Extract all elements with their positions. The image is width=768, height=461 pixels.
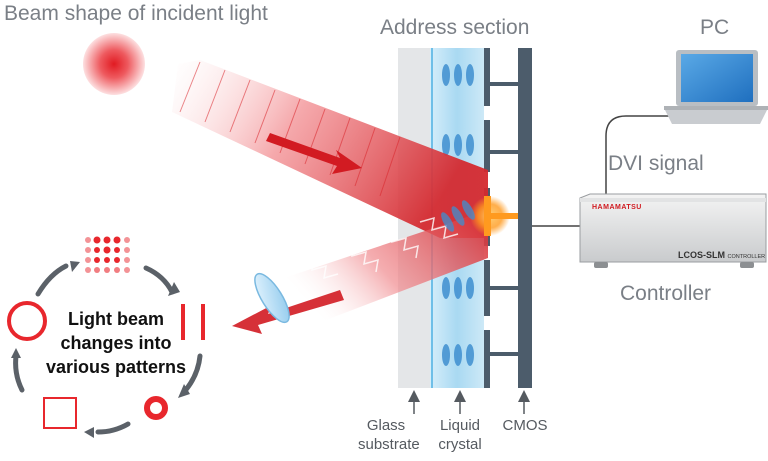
liquid-crystal-molecules [442, 64, 474, 366]
address-section-label: Address section [380, 16, 530, 39]
cmos-layer [518, 48, 532, 388]
center-caption: Light beam changes into various patterns [36, 307, 196, 379]
dvi-signal-label: DVI signal [608, 152, 704, 175]
controller-label: Controller [620, 282, 712, 305]
beam-shape-label: Beam shape of incident light [4, 2, 268, 25]
ring-pattern [144, 396, 168, 420]
cmos-label: CMOS [502, 417, 548, 434]
double-line-pattern [181, 304, 205, 340]
pc-label: PC [700, 16, 730, 39]
controller-box-icon [579, 193, 767, 268]
brand-logo: HAMAMATSU [592, 204, 642, 211]
square-pattern [43, 397, 77, 429]
circle-pattern [7, 301, 47, 341]
center-caption-line-1: Light beam [67, 309, 164, 329]
lens-icon [254, 272, 290, 324]
laptop-icon [664, 50, 768, 124]
dot-matrix-pattern [85, 236, 130, 273]
center-caption-line-2: changes into [60, 333, 172, 353]
dvi-cable [605, 115, 704, 198]
incident-beam-spot [83, 33, 145, 95]
pattern-cycle [7, 236, 205, 438]
incident-beam [172, 60, 488, 238]
center-caption-line-3: various patterns [45, 357, 187, 377]
incident-arrow-icon [266, 133, 362, 174]
controller-model-label: LCOS-SLM CONTROLLER [678, 250, 766, 260]
